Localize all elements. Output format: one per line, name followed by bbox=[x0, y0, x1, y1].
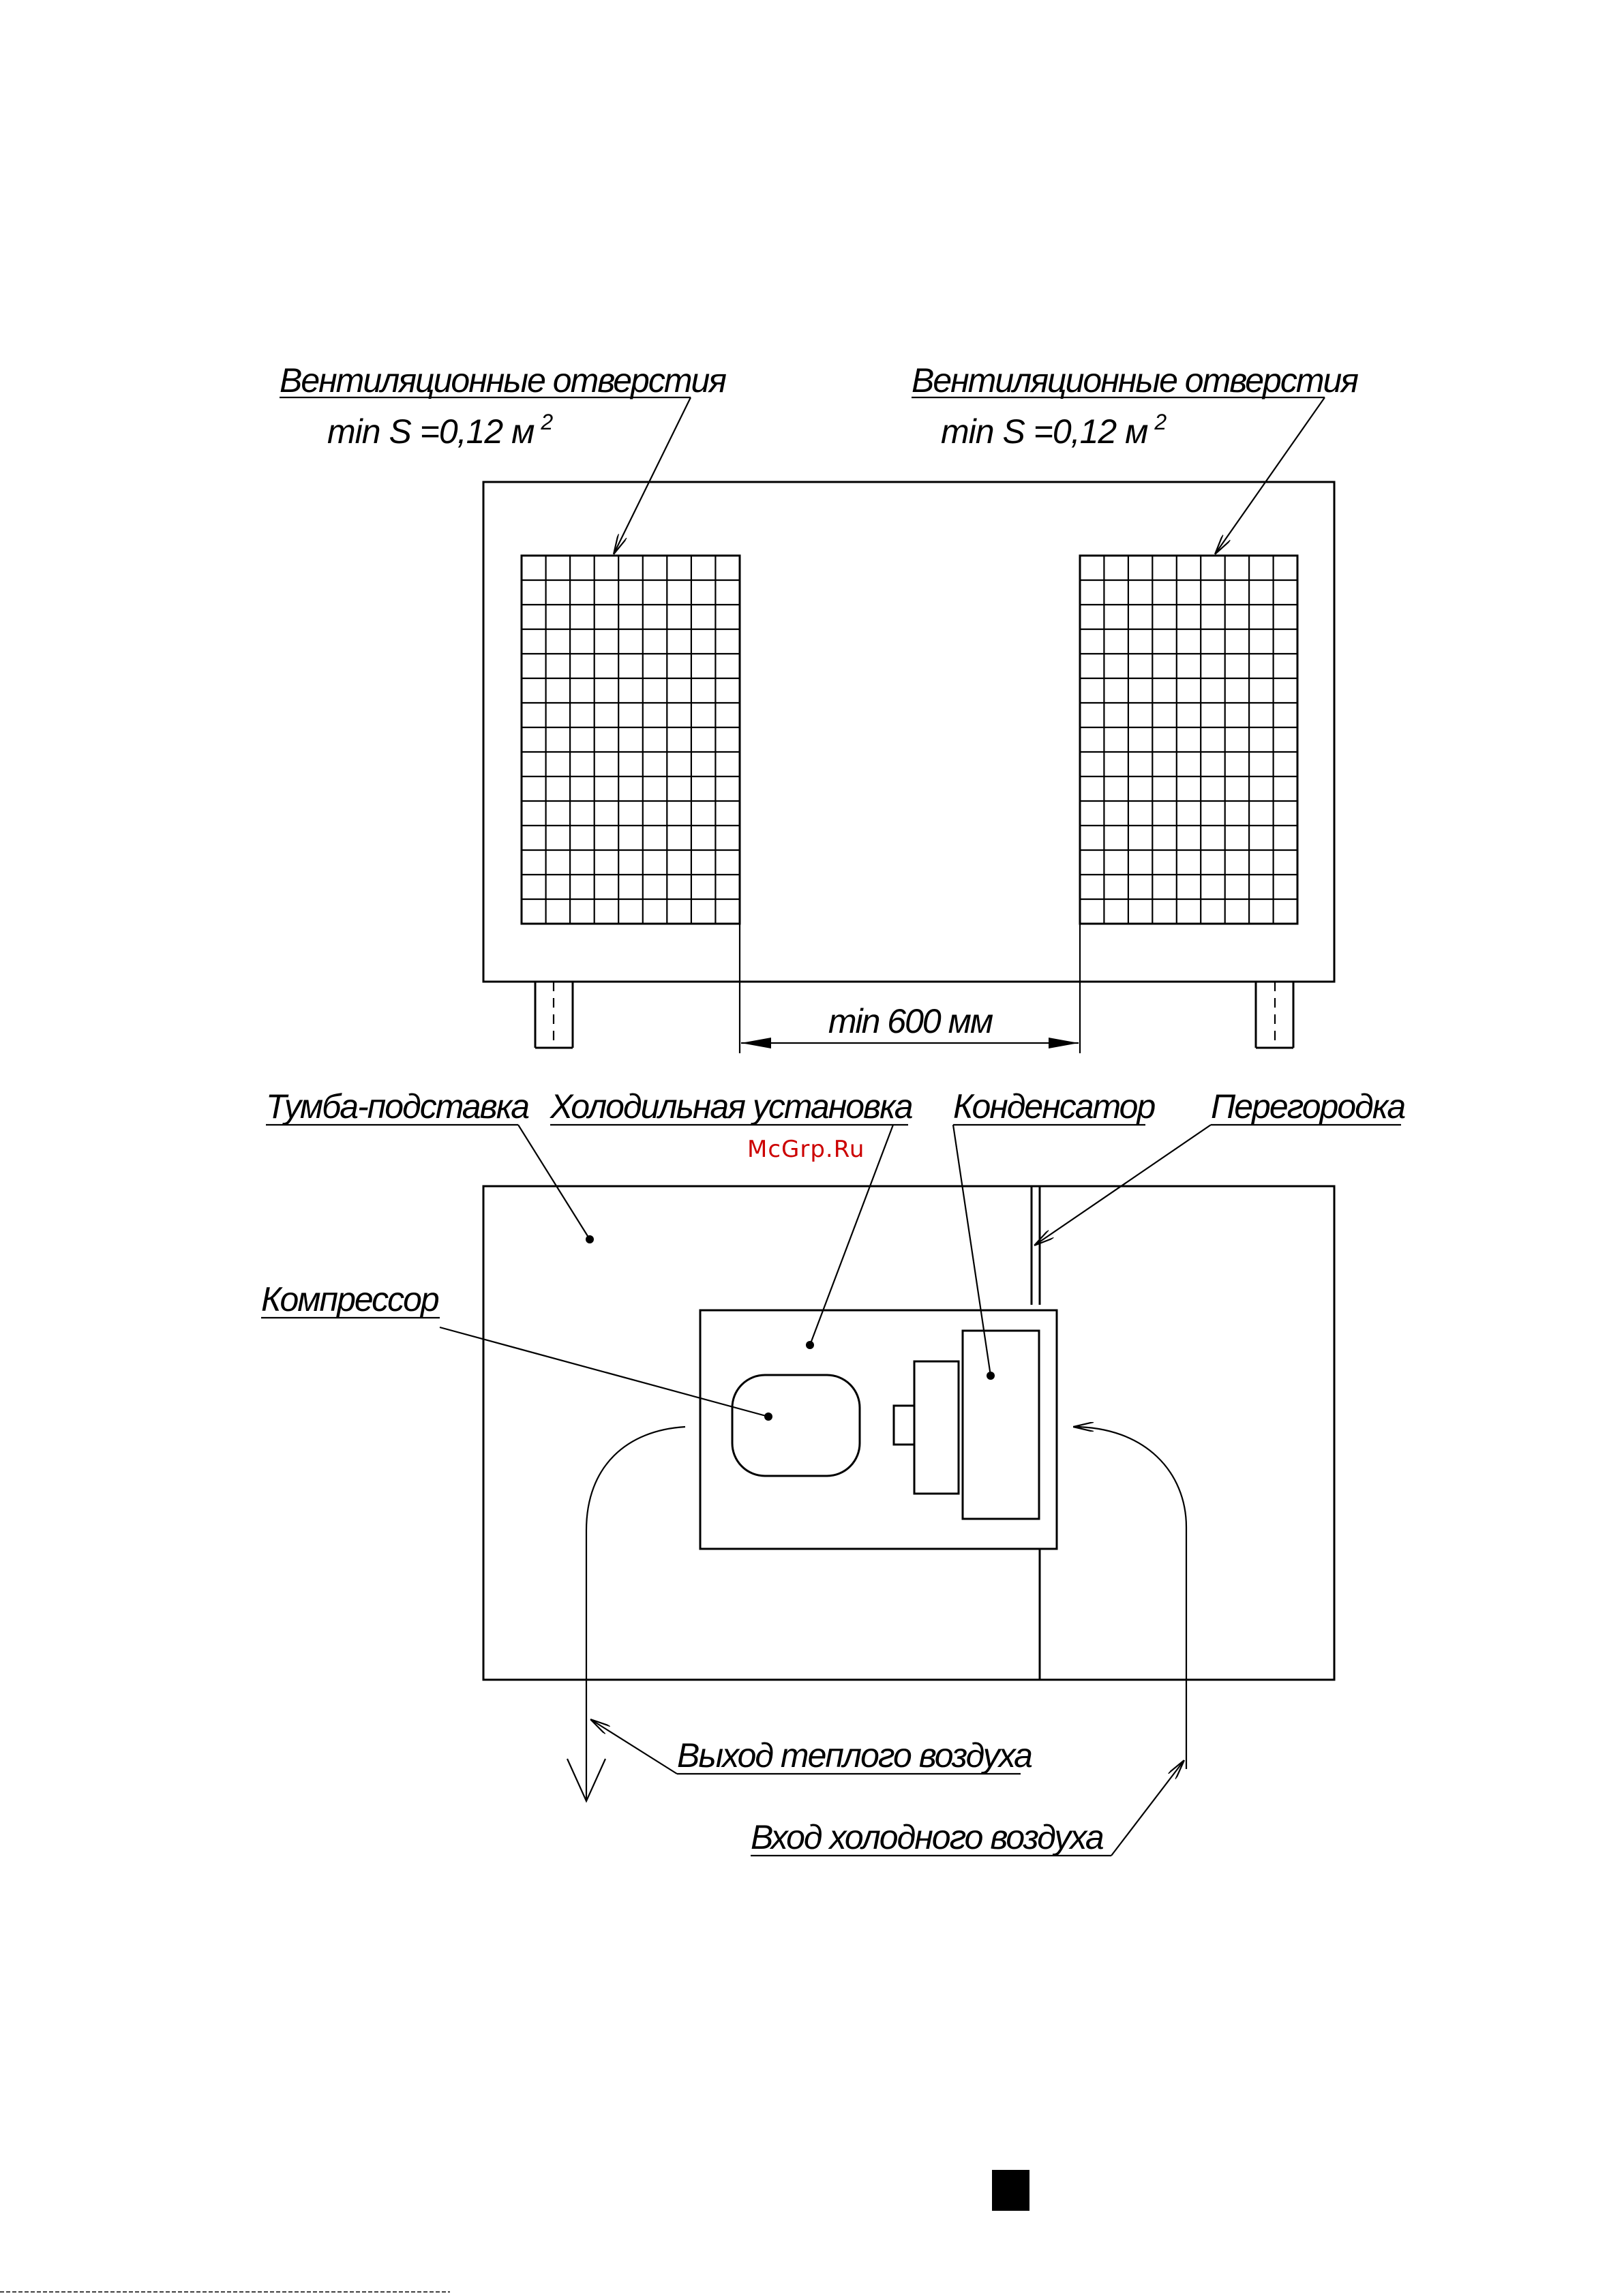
warm-out-label: Выход теплого воздуха bbox=[677, 1736, 1032, 1774]
unit-dot bbox=[806, 1341, 814, 1349]
vent-grid-frame bbox=[522, 556, 740, 924]
label-condenser: Конденсатор bbox=[953, 1087, 1155, 1380]
section-view: Тумба-подставка Холодильная установка Ко… bbox=[261, 1087, 1405, 1856]
label-warm-out: Выход теплого воздуха bbox=[590, 1719, 1032, 1774]
leg-left bbox=[535, 982, 573, 1048]
condenser bbox=[963, 1331, 1039, 1519]
top-view: min 600 мм Вентиляционные отверстия min … bbox=[280, 361, 1358, 1053]
vent-grid-lines bbox=[1080, 556, 1297, 924]
unit-label: Холодильная установка bbox=[550, 1087, 913, 1126]
compressor-label: Компрессор bbox=[261, 1280, 439, 1318]
gap-dimension-label: min 600 мм bbox=[828, 1002, 993, 1040]
vent-grid-left bbox=[522, 556, 740, 924]
label-compressor: Компрессор bbox=[261, 1280, 772, 1421]
label-cold-in: Вход холодного воздуха bbox=[751, 1760, 1184, 1856]
stand-label: Тумба-подставка bbox=[266, 1087, 529, 1126]
condenser-dot bbox=[987, 1372, 995, 1380]
vent-grid-right bbox=[1080, 556, 1297, 924]
vent-grid-lines bbox=[522, 556, 740, 924]
leg-right bbox=[1256, 982, 1293, 1048]
vent-right-title: Вентиляционные отверстия bbox=[912, 361, 1358, 399]
partition-label: Перегородка bbox=[1211, 1087, 1405, 1126]
condenser-label: Конденсатор bbox=[953, 1087, 1155, 1126]
vent-grid-frame bbox=[1080, 556, 1297, 924]
fan-hub bbox=[894, 1406, 914, 1445]
stand-dot bbox=[586, 1235, 594, 1243]
cold-air-path bbox=[1073, 1427, 1186, 1769]
page-marker bbox=[992, 2170, 1029, 2211]
label-stand: Тумба-подставка bbox=[266, 1087, 594, 1243]
compressor-dot bbox=[764, 1413, 772, 1421]
gap-dimension: min 600 мм bbox=[740, 920, 1080, 1053]
stand-outline bbox=[483, 1186, 1334, 1680]
compressor bbox=[732, 1375, 860, 1476]
refrigeration-unit bbox=[700, 1310, 1057, 1549]
cabinet-outline bbox=[483, 482, 1334, 982]
vent-left-title: Вентиляционные отверстия bbox=[280, 361, 726, 399]
warm-air-path bbox=[567, 1427, 685, 1801]
fan-motor bbox=[914, 1361, 959, 1494]
cold-in-label: Вход холодного воздуха bbox=[751, 1818, 1104, 1856]
watermark: McGrp.Ru bbox=[747, 1136, 864, 1163]
